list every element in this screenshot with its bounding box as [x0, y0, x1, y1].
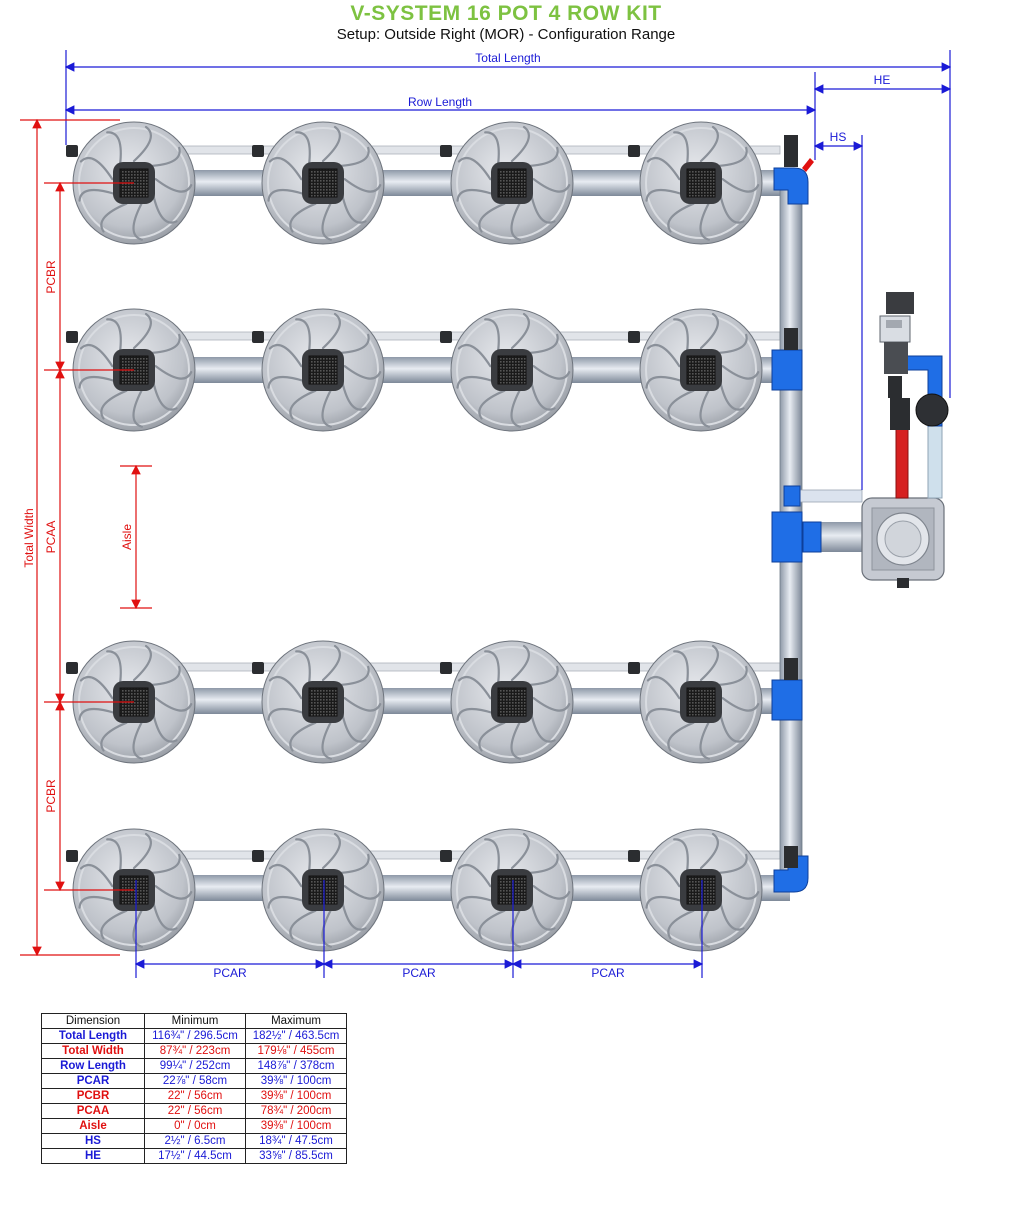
label-hs: HS [830, 130, 847, 144]
pot [260, 307, 386, 433]
row-name: HS [41, 1133, 145, 1149]
row-min: 22⅞" / 58cm [144, 1073, 246, 1089]
table-row: PCAR 22⅞" / 58cm 39⅜" / 100cm [41, 1073, 347, 1089]
row-max: 33⅝" / 85.5cm [245, 1148, 347, 1164]
valve-connectors [66, 135, 798, 868]
pot [260, 827, 386, 953]
pot [260, 639, 386, 765]
row-name: Row Length [41, 1058, 145, 1074]
table-header-maximum: Maximum [245, 1013, 347, 1029]
label-total-length: Total Length [475, 51, 540, 65]
row-max: 39⅜" / 100cm [245, 1073, 347, 1089]
table-row: Row Length 99¼" / 252cm 148⅞" / 378cm [41, 1058, 347, 1074]
row-name: PCBR [41, 1088, 145, 1104]
table-row: PCAA 22" / 56cm 78¾" / 200cm [41, 1103, 347, 1119]
row-min: 116¾" / 296.5cm [144, 1028, 246, 1044]
row-max: 18¾" / 47.5cm [245, 1133, 347, 1149]
row-min: 99¼" / 252cm [144, 1058, 246, 1074]
row-name: PCAR [41, 1073, 145, 1089]
pot [449, 120, 575, 246]
table-row: Aisle 0" / 0cm 39⅜" / 100cm [41, 1118, 347, 1134]
label-total-width: Total Width [22, 508, 36, 567]
row-max: 39⅜" / 100cm [245, 1118, 347, 1134]
pots [71, 120, 764, 953]
table-header-row: Dimension Minimum Maximum [41, 1013, 347, 1029]
pot [638, 120, 764, 246]
system-diagram: Total Length Row Length HE HS PCAR PCAR … [20, 50, 952, 980]
row-max: 148⅞" / 378cm [245, 1058, 347, 1074]
row-min: 0" / 0cm [144, 1118, 246, 1134]
label-he: HE [874, 73, 891, 87]
row-max: 182½" / 463.5cm [245, 1028, 347, 1044]
table-header-minimum: Minimum [144, 1013, 246, 1029]
manifold-fittings [771, 167, 822, 893]
pot [260, 120, 386, 246]
table-row: Total Width 87¾" / 223cm 179⅛" / 455cm [41, 1043, 347, 1059]
table-row: PCBR 22" / 56cm 39⅜" / 100cm [41, 1088, 347, 1104]
page-title: V-SYSTEM 16 POT 4 ROW KIT [350, 2, 662, 25]
dimension-labels: Total Length Row Length HE HS PCAR PCAR … [22, 51, 890, 980]
dimension-table: Dimension Minimum Maximum Total Length 1… [41, 1013, 347, 1164]
pot [449, 639, 575, 765]
row-max: 39⅜" / 100cm [245, 1088, 347, 1104]
label-pcbr-top: PCBR [44, 260, 58, 294]
page-subtitle: Setup: Outside Right (MOR) - Configurati… [336, 26, 676, 43]
row-max: 179⅛" / 455cm [245, 1043, 347, 1059]
dimensions-red [20, 118, 152, 957]
table-header-dimension: Dimension [41, 1013, 145, 1029]
reservoir-tank [861, 497, 945, 588]
row-name: HE [41, 1148, 145, 1164]
label-pcaa: PCAA [44, 521, 58, 554]
row-min: 87¾" / 223cm [144, 1043, 246, 1059]
label-pcar-3: PCAR [591, 966, 625, 980]
label-pcar-1: PCAR [213, 966, 247, 980]
pot [449, 827, 575, 953]
row-min: 2½" / 6.5cm [144, 1133, 246, 1149]
label-pcbr-bottom: PCBR [44, 779, 58, 813]
row-name: Aisle [41, 1118, 145, 1134]
dimensions-blue [64, 50, 952, 978]
label-aisle: Aisle [120, 524, 134, 550]
row-min: 22" / 56cm [144, 1103, 246, 1119]
table-row: HS 2½" / 6.5cm 18¾" / 47.5cm [41, 1133, 347, 1149]
row-min: 17½" / 44.5cm [144, 1148, 246, 1164]
row-name: Total Width [41, 1043, 145, 1059]
table-row: HE 17½" / 44.5cm 33⅝" / 85.5cm [41, 1148, 347, 1164]
label-row-length: Row Length [408, 95, 472, 109]
pump-assembly [879, 292, 949, 499]
row-name: Total Length [41, 1028, 145, 1044]
pot [638, 307, 764, 433]
table-row: Total Length 116¾" / 296.5cm 182½" / 463… [41, 1028, 347, 1044]
pot [638, 827, 764, 953]
row-min: 22" / 56cm [144, 1088, 246, 1104]
row-name: PCAA [41, 1103, 145, 1119]
row-pipes [119, 145, 790, 901]
pot [638, 639, 764, 765]
red-valve-handle [802, 158, 814, 172]
row-max: 78¾" / 200cm [245, 1103, 347, 1119]
label-pcar-2: PCAR [402, 966, 436, 980]
pot [449, 307, 575, 433]
